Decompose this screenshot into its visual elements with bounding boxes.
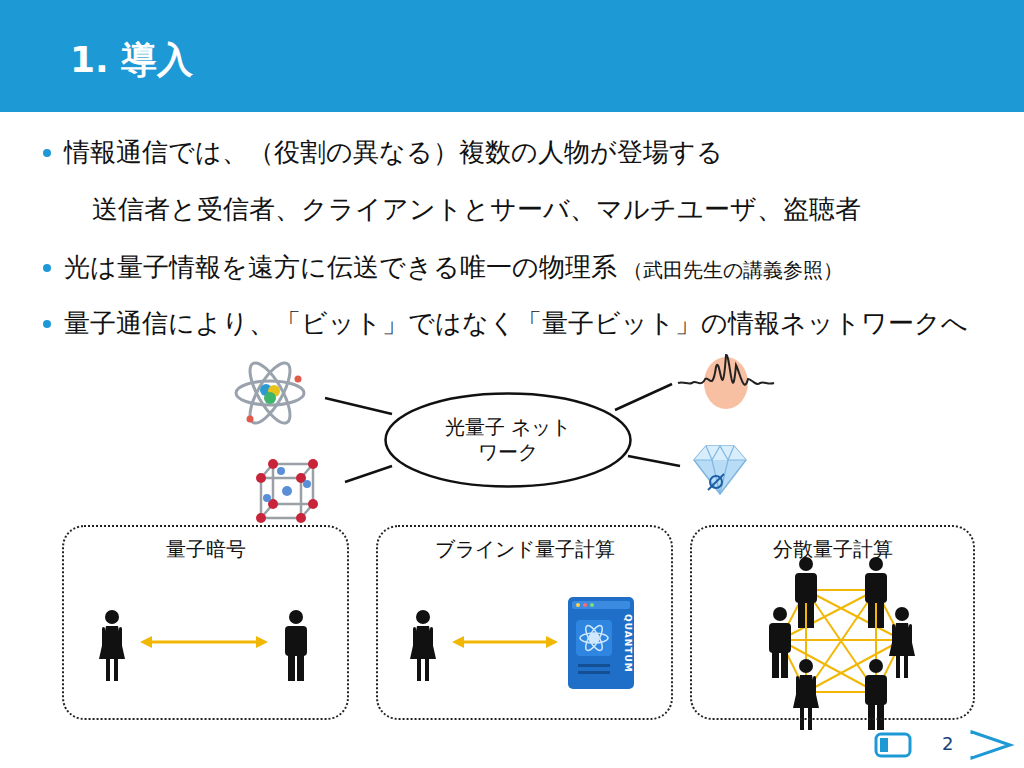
graph-link — [806, 590, 902, 640]
bullet-dots — [43, 149, 51, 328]
figure-part — [895, 607, 909, 621]
figure-part — [773, 607, 787, 621]
ellipse-shape — [386, 394, 631, 487]
box-heading: ブラインド量子計算 — [378, 537, 671, 562]
figure-part — [106, 659, 110, 681]
figure-part — [798, 600, 805, 628]
man-figure — [285, 610, 307, 681]
figure-part — [289, 610, 303, 624]
diamond-icon — [694, 446, 746, 494]
figure-part — [772, 650, 779, 678]
figure-part — [868, 702, 875, 730]
figure-part — [102, 627, 105, 647]
man-figure — [795, 557, 817, 628]
application-box: ブラインド量子計算 — [376, 525, 673, 720]
figure-part — [288, 653, 295, 681]
bullet-text: 光は量子情報を遠方に伝送できる唯一の物理系 — [64, 252, 617, 283]
slide-title: 1. 導入 — [70, 38, 193, 81]
header-band — [0, 0, 1024, 112]
figure-part — [417, 659, 421, 681]
graph-link — [780, 640, 876, 692]
atom-icon — [236, 358, 304, 429]
network-ellipse: 光量子 ネットワーク — [384, 392, 632, 488]
figure-part — [297, 653, 304, 681]
woman-figure — [889, 607, 915, 678]
figure-part — [865, 675, 887, 705]
graph-link — [806, 640, 902, 692]
double-arrow — [140, 636, 268, 648]
figure-part — [99, 626, 125, 659]
graph-link — [780, 639, 902, 641]
person-figures — [99, 557, 915, 730]
figure-part — [868, 600, 875, 628]
figure-part — [119, 627, 122, 647]
page-number: 2 — [942, 733, 953, 755]
figure-part — [813, 676, 816, 696]
figure-part — [795, 573, 817, 603]
bullet-text: 量子通信により、「ビット」ではなく「量子ビット」の情報ネットワークへ — [64, 308, 968, 339]
woman-figure — [99, 610, 125, 681]
figure-part — [114, 659, 118, 681]
lattice-icon — [256, 459, 318, 523]
figure-part — [769, 623, 791, 653]
node-label: 光量子 ネットワーク — [438, 415, 578, 465]
figure-part — [877, 702, 884, 730]
figure-part — [430, 627, 433, 647]
server-label: QUANTUM — [622, 614, 633, 673]
bullet-text: 情報通信では、（役割の異なる）複数の人物が登場する — [64, 137, 723, 168]
man-figure — [865, 557, 887, 628]
figure-part — [425, 659, 429, 681]
figure-part — [105, 610, 119, 624]
figure-part — [410, 626, 436, 659]
graph-link — [780, 590, 876, 640]
box-heading: 量子暗号 — [64, 537, 347, 562]
figure-part — [877, 600, 884, 628]
figure-part — [892, 624, 895, 644]
figure-part — [896, 656, 900, 678]
figure-part — [416, 610, 430, 624]
figure-part — [781, 650, 788, 678]
figure-part — [869, 659, 883, 673]
reference-note: （武田先生の講義参照） — [623, 258, 843, 282]
quantum-server-icon — [568, 597, 634, 689]
application-box: 量子暗号 — [62, 525, 349, 720]
page-tab — [876, 732, 1010, 758]
figure-part — [413, 627, 416, 647]
figure-part — [909, 624, 912, 644]
box-heading: 分散量子計算 — [692, 537, 973, 562]
figure-part — [793, 675, 819, 708]
wave-packet-icon — [678, 355, 774, 409]
figure-part — [889, 623, 915, 656]
figure-part — [796, 676, 799, 696]
man-figure — [769, 607, 791, 678]
figure-part — [904, 656, 908, 678]
bullet-subtext: 送信者と受信者、クライアントとサーバ、マルチユーザ、盗聴者 — [92, 194, 861, 225]
double-arrow — [452, 636, 558, 648]
figure-part — [285, 626, 307, 656]
figure-part — [865, 573, 887, 603]
figure-part — [807, 600, 814, 628]
woman-figure — [410, 610, 436, 681]
figure-part — [799, 659, 813, 673]
application-box: 分散量子計算 — [690, 525, 975, 720]
